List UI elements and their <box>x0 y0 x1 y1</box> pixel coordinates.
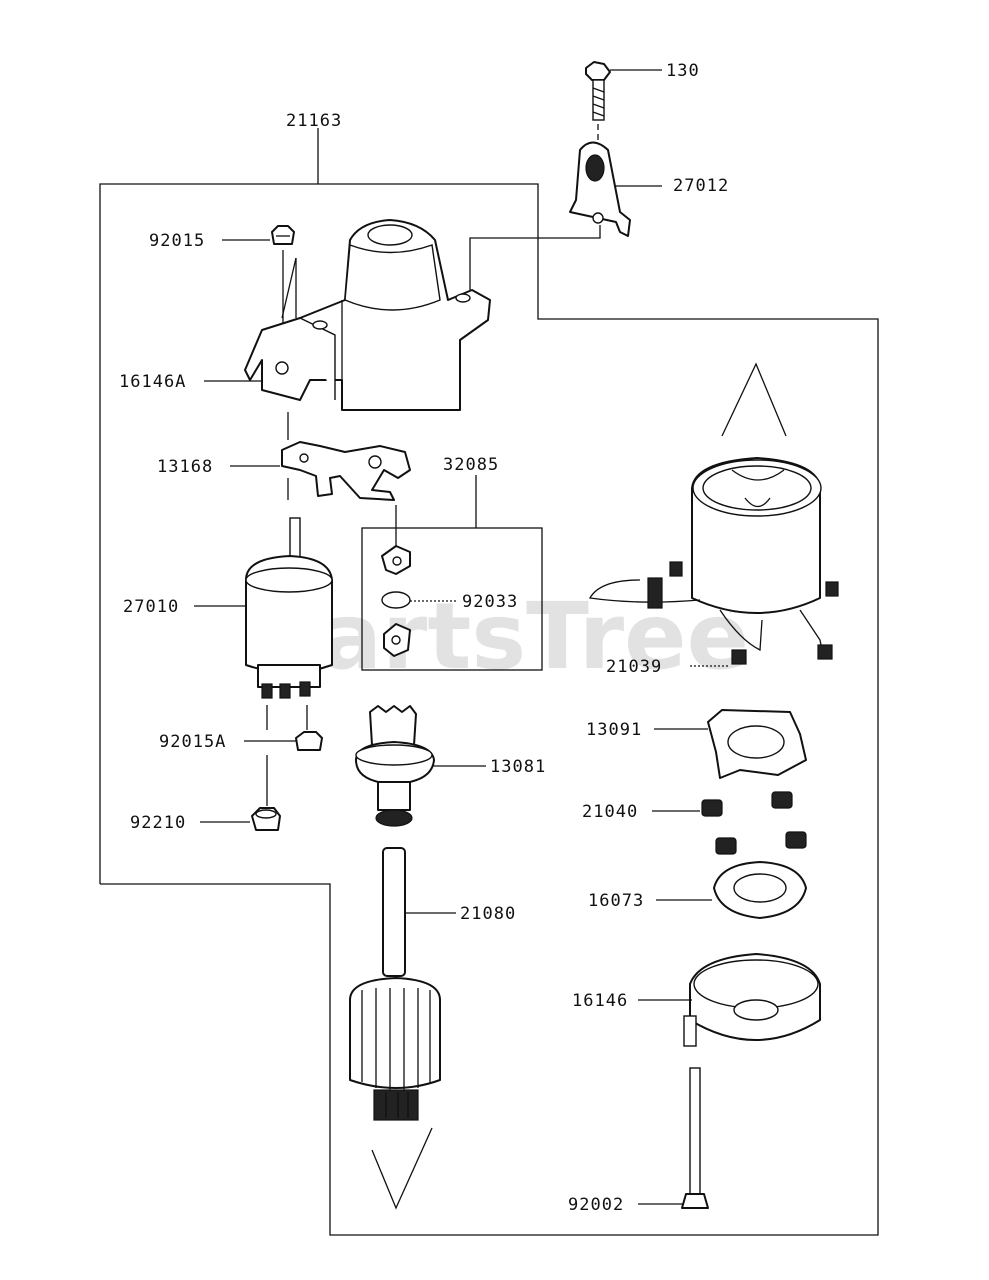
label-21080: 21080 <box>460 904 516 924</box>
label-21039: 21039 <box>606 657 662 677</box>
label-13168: 13168 <box>157 457 213 477</box>
through-bolt-92002[interactable] <box>681 1067 709 1209</box>
assembly-outline <box>99 128 879 1236</box>
yoke-21039[interactable] <box>588 457 839 665</box>
brush-holder-13091[interactable] <box>707 709 807 779</box>
watermark-text: PartsTree <box>255 583 749 690</box>
label-16146: 16146 <box>572 991 628 1011</box>
solenoid-27010[interactable] <box>245 517 333 699</box>
label-13081: 13081 <box>490 757 546 777</box>
label-21040: 21040 <box>582 802 638 822</box>
label-130: 130 <box>666 61 700 81</box>
label-92015a: 92015A <box>159 732 226 752</box>
gear-housing-16146a[interactable] <box>244 219 491 411</box>
kit-box-32085[interactable] <box>361 475 543 671</box>
armature-21080[interactable] <box>349 847 441 1121</box>
shift-lever-13168[interactable] <box>281 441 411 501</box>
label-32085: 32085 <box>443 455 499 475</box>
bracket-27012[interactable] <box>569 141 631 237</box>
label-92015: 92015 <box>149 231 205 251</box>
label-92002: 92002 <box>568 1195 624 1215</box>
nut-92210[interactable] <box>251 807 281 831</box>
label-92210: 92210 <box>130 813 186 833</box>
label-27010: 27010 <box>123 597 179 617</box>
label-92033: 92033 <box>462 592 518 612</box>
bolt-130[interactable] <box>585 61 611 121</box>
label-16073: 16073 <box>588 891 644 911</box>
plate-16073[interactable] <box>713 861 807 919</box>
label-21163: 21163 <box>286 111 342 131</box>
label-27012: 27012 <box>673 176 729 196</box>
end-cover-16146[interactable] <box>683 953 821 1047</box>
label-16146a: 16146A <box>119 372 186 392</box>
nut-92015[interactable] <box>271 225 295 245</box>
label-13091: 13091 <box>586 720 642 740</box>
nut-92015a[interactable] <box>295 731 323 751</box>
pinion-gear-13081[interactable] <box>355 705 435 827</box>
springs-21040[interactable] <box>701 791 807 855</box>
